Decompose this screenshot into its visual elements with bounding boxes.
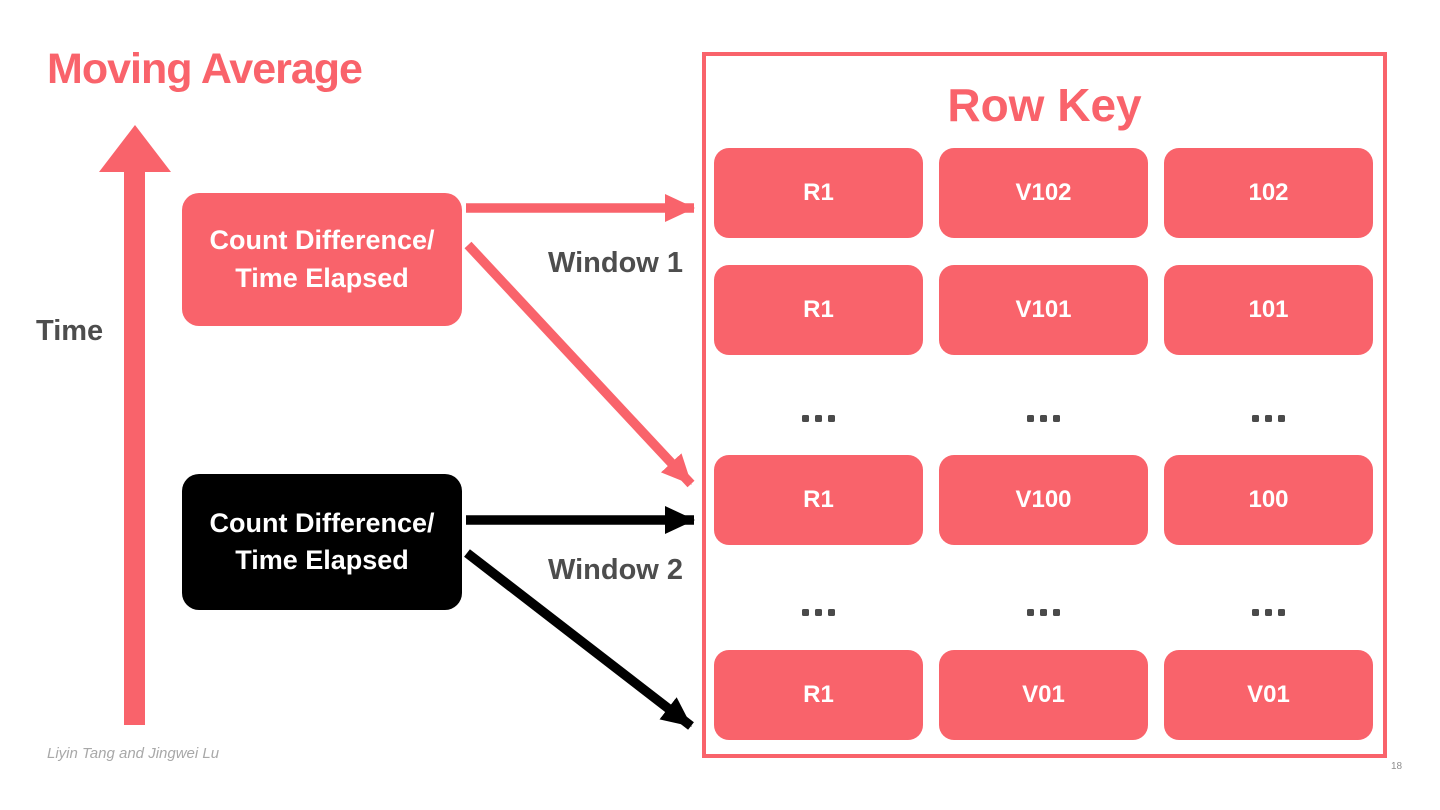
row-key-cell: 100 [1164, 455, 1373, 545]
table-row: R1 V102 102 [714, 148, 1373, 238]
window2-box-line1: Count Difference/ [209, 507, 435, 538]
row-key-cell: R1 [714, 650, 923, 740]
window1-box-line2: Time Elapsed [235, 262, 409, 293]
window1-box: Count Difference/ Time Elapsed [182, 193, 462, 326]
window1-arrow-diagonal [464, 241, 695, 488]
ellipsis-dots [939, 604, 1148, 620]
row-key-cell: V100 [939, 455, 1148, 545]
row-key-cell: V101 [939, 265, 1148, 355]
row-key-cell: V102 [939, 148, 1148, 238]
window1-box-line1: Count Difference/ [209, 225, 435, 256]
row-key-cell: 102 [1164, 148, 1373, 238]
table-row: R1 V01 V01 [714, 650, 1373, 740]
slide-title: Moving Average [47, 45, 363, 93]
ellipsis-dots [714, 410, 923, 426]
ellipsis-dots [714, 604, 923, 620]
time-arrow-head [99, 125, 171, 172]
time-arrow-shaft [124, 170, 145, 725]
table-row: R1 V100 100 [714, 455, 1373, 545]
window2-box-line2: Time Elapsed [235, 545, 409, 575]
row-key-panel: Row Key R1 V102 102 R1 V101 101 R1 V100 … [702, 52, 1387, 758]
ellipsis-row [714, 410, 1373, 426]
ellipsis-row [714, 604, 1373, 620]
table-row: R1 V101 101 [714, 265, 1373, 355]
row-key-cell: 101 [1164, 265, 1373, 355]
window2-box: Count Difference/ Time Elapsed [182, 474, 462, 610]
window2-label: Window 2 [547, 554, 684, 586]
footer-credits: Liyin Tang and Jingwei Lu [47, 745, 220, 762]
row-key-cell: R1 [714, 148, 923, 238]
time-axis-label: Time [36, 315, 104, 347]
row-key-cell: V01 [939, 650, 1148, 740]
row-key-cell: R1 [714, 455, 923, 545]
ellipsis-dots [939, 410, 1148, 426]
ellipsis-dots [1164, 410, 1373, 426]
ellipsis-dots [1164, 604, 1373, 620]
page-number: 18 [1391, 761, 1403, 772]
row-key-cell: R1 [714, 265, 923, 355]
window1-label: Window 1 [547, 247, 684, 279]
row-key-title: Row Key [947, 79, 1142, 131]
row-key-cell: V01 [1164, 650, 1373, 740]
